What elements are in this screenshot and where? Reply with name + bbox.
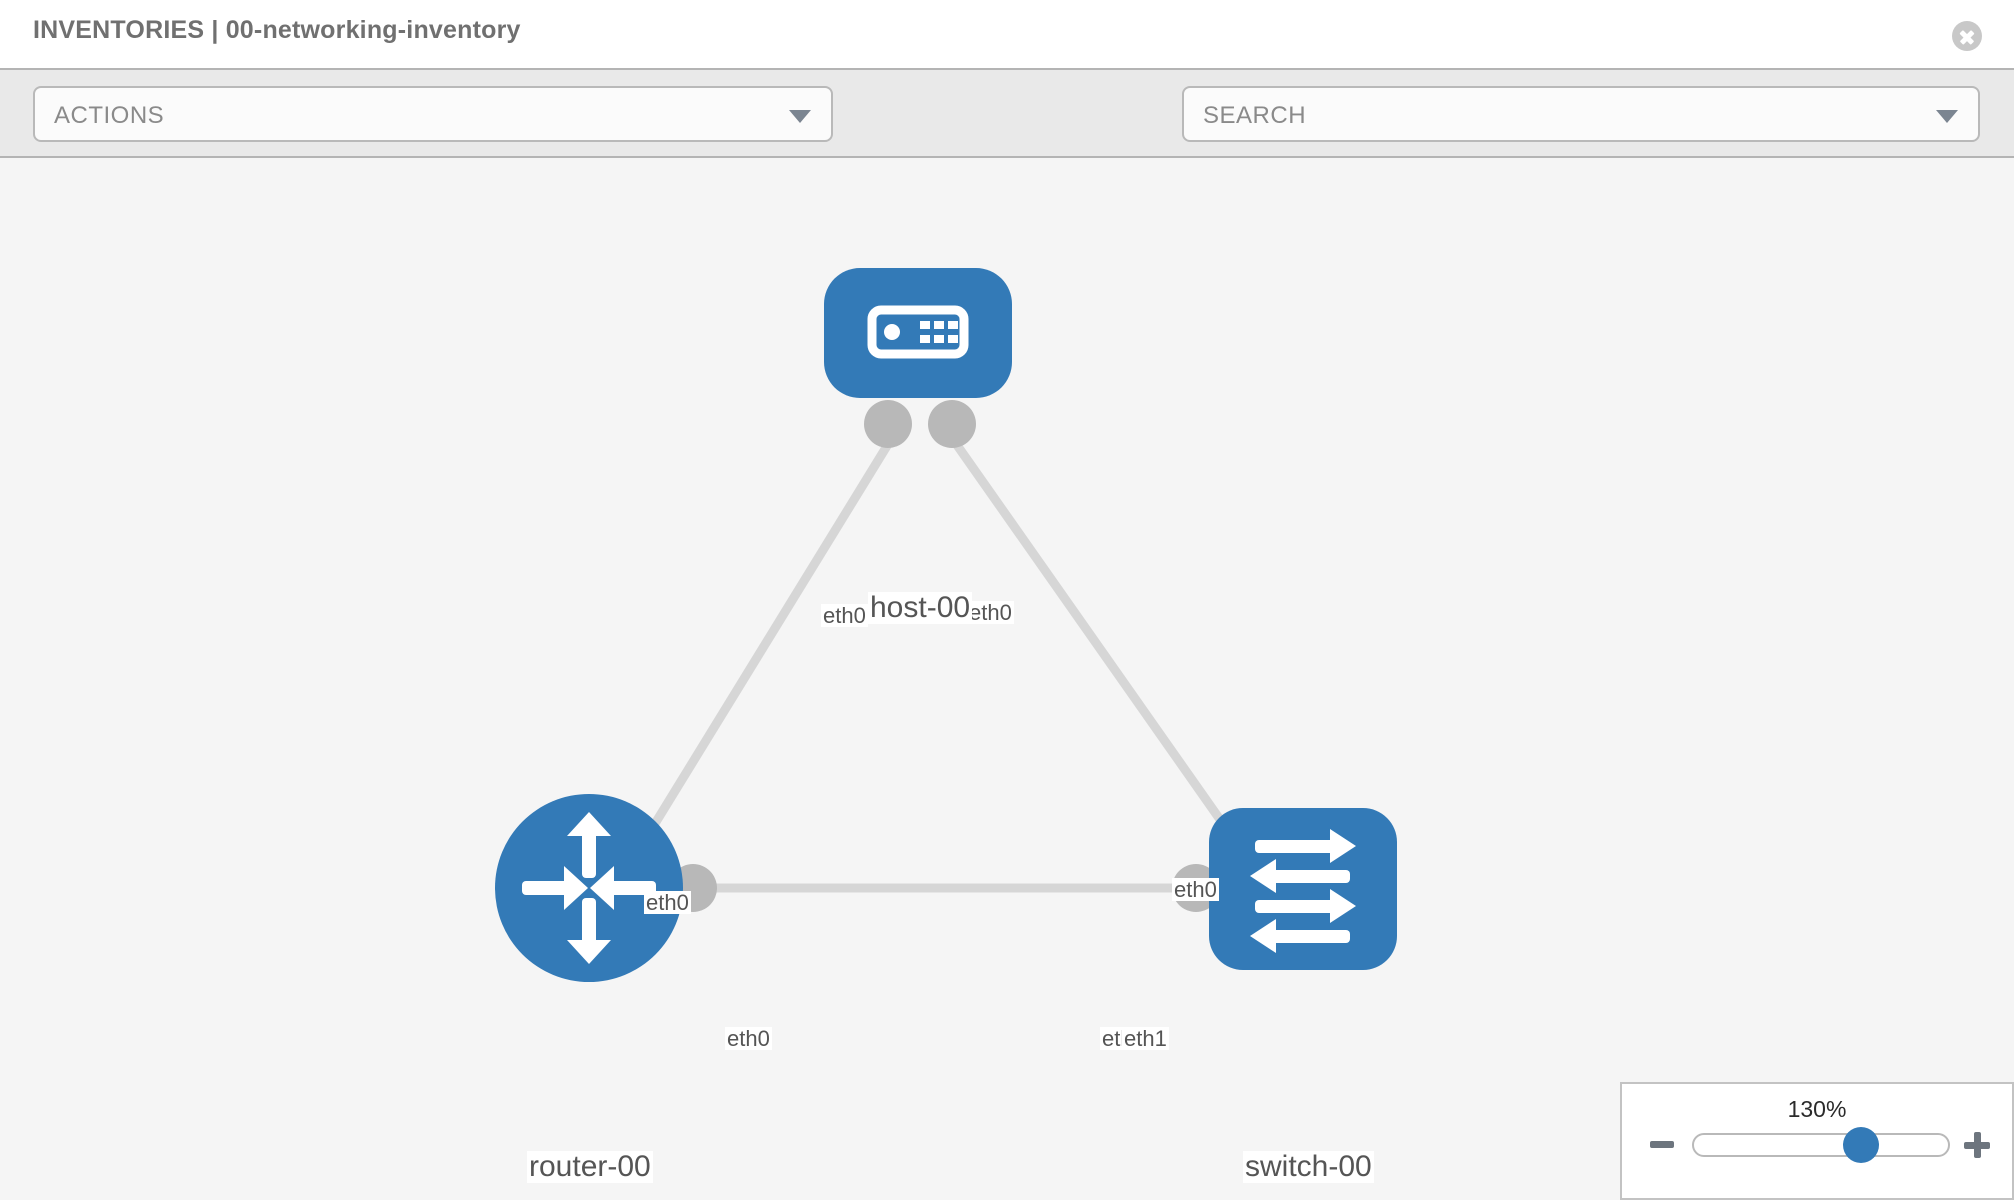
zoom-slider-handle[interactable] — [1842, 1127, 1879, 1163]
search-input[interactable]: SEARCH — [1182, 86, 1980, 142]
chevron-down-icon — [1936, 110, 1958, 123]
link-host-switch — [941, 425, 1244, 851]
actions-dropdown[interactable]: ACTIONS — [33, 86, 833, 142]
node-label-router-00: router-00 — [527, 1150, 653, 1183]
toolbar: ACTIONS SEARCH — [0, 68, 2014, 202]
interface-label-router-uplink: eth0 — [644, 890, 691, 915]
node-router-00 — [495, 794, 683, 982]
interface-dot-host-left — [864, 400, 912, 448]
node-label-host-00: host-00 — [868, 591, 973, 624]
topology-canvas[interactable]: eth0 eth0 eth0 eth0 eth0 eth eth1 host-0… — [0, 158, 2014, 1200]
node-switch-00 — [1209, 808, 1397, 970]
interface-dot-host-right — [928, 400, 976, 448]
zoom-control-panel: 130% — [1620, 1082, 2014, 1200]
zoom-slider-track[interactable] — [1692, 1133, 1950, 1157]
page-header: INVENTORIES | 00-networking-inventory — [0, 0, 2014, 68]
close-icon[interactable] — [1952, 21, 1982, 51]
chevron-down-icon — [789, 110, 811, 123]
actions-dropdown-label: ACTIONS — [54, 102, 165, 129]
zoom-percent-label: 130% — [1787, 1096, 1847, 1122]
zoom-in-button[interactable] — [1964, 1132, 1990, 1158]
search-placeholder: SEARCH — [1203, 102, 1307, 129]
node-label-switch-00: switch-00 — [1243, 1150, 1374, 1183]
interface-label-host-right: eth0 — [967, 600, 1014, 625]
interface-label-router-eth0: eth0 — [725, 1026, 772, 1051]
node-host-00 — [824, 268, 1012, 398]
interface-label-host-left: eth0 — [821, 603, 868, 628]
interface-label-switch-eth1: eth1 — [1122, 1026, 1169, 1051]
page-title: INVENTORIES | 00-networking-inventory — [33, 16, 521, 44]
link-host-router — [636, 425, 902, 851]
zoom-out-button[interactable] — [1650, 1141, 1674, 1148]
interface-label-switch-uplink: eth0 — [1172, 877, 1219, 902]
topology-graph — [495, 268, 1397, 982]
